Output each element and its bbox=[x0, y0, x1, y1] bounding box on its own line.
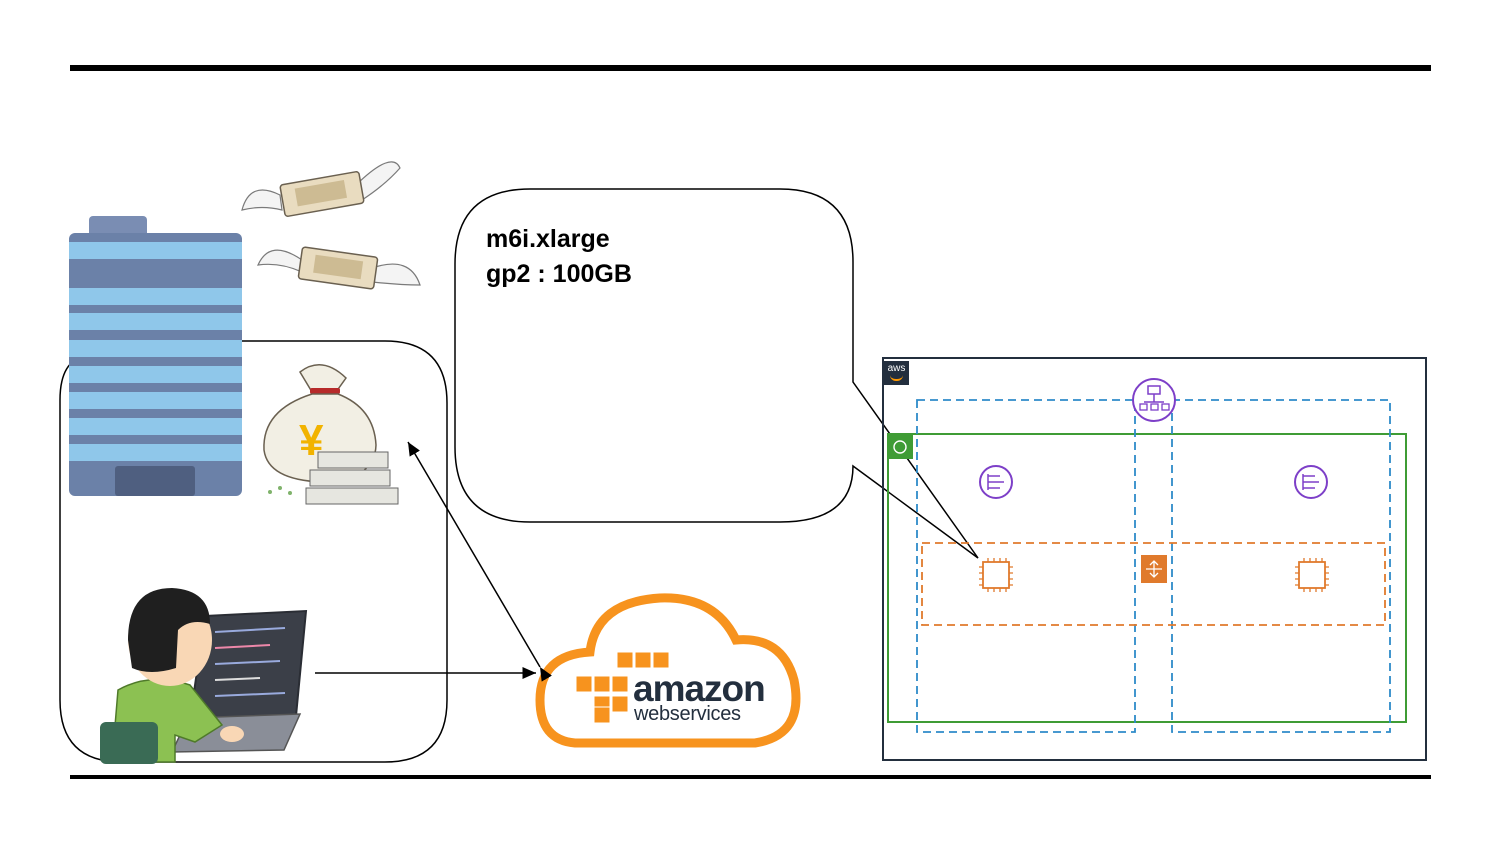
aws-architecture bbox=[882, 357, 1427, 761]
vpc-group bbox=[887, 433, 1407, 723]
nat-gateway-icon bbox=[1294, 465, 1328, 499]
aws-cloud-logo bbox=[535, 593, 801, 748]
bottom-rule bbox=[70, 775, 1431, 779]
callout-bubble bbox=[454, 188, 979, 559]
engineer-at-laptop-icon bbox=[100, 588, 308, 764]
ec2-instance-icon bbox=[1295, 558, 1329, 592]
top-rule bbox=[70, 65, 1431, 71]
aws-group-tag-label: aws bbox=[887, 363, 906, 374]
instance-type-label: m6i.xlarge bbox=[486, 225, 610, 253]
aws-logo-tagline: webservices bbox=[634, 703, 741, 725]
company-frame bbox=[59, 340, 448, 763]
load-balancer-icon bbox=[1132, 378, 1176, 422]
aws-cloud-group bbox=[882, 357, 1427, 761]
flying-money-icon bbox=[241, 161, 401, 217]
building-icon bbox=[69, 216, 242, 496]
callout-text: m6i.xlarge gp2 : 100GB bbox=[486, 222, 632, 292]
aws-logo-wordmark: amazon bbox=[633, 668, 766, 709]
aws-group-tag: aws bbox=[884, 361, 909, 385]
nat-gateway-icon bbox=[979, 465, 1013, 499]
aws-smile-icon bbox=[890, 375, 903, 381]
vpc-router-icon bbox=[1141, 555, 1167, 583]
availability-zone-a bbox=[916, 399, 1136, 733]
money-bag-icon: ¥ bbox=[263, 364, 399, 505]
aws-billing-arrow bbox=[407, 441, 553, 682]
volume-label: gp2 : 100GB bbox=[486, 260, 632, 288]
vpc-cloud-icon bbox=[888, 434, 913, 459]
ec2-instance-icon bbox=[979, 558, 1013, 592]
availability-zone-b bbox=[1171, 399, 1391, 733]
flying-money-icon bbox=[257, 246, 421, 290]
